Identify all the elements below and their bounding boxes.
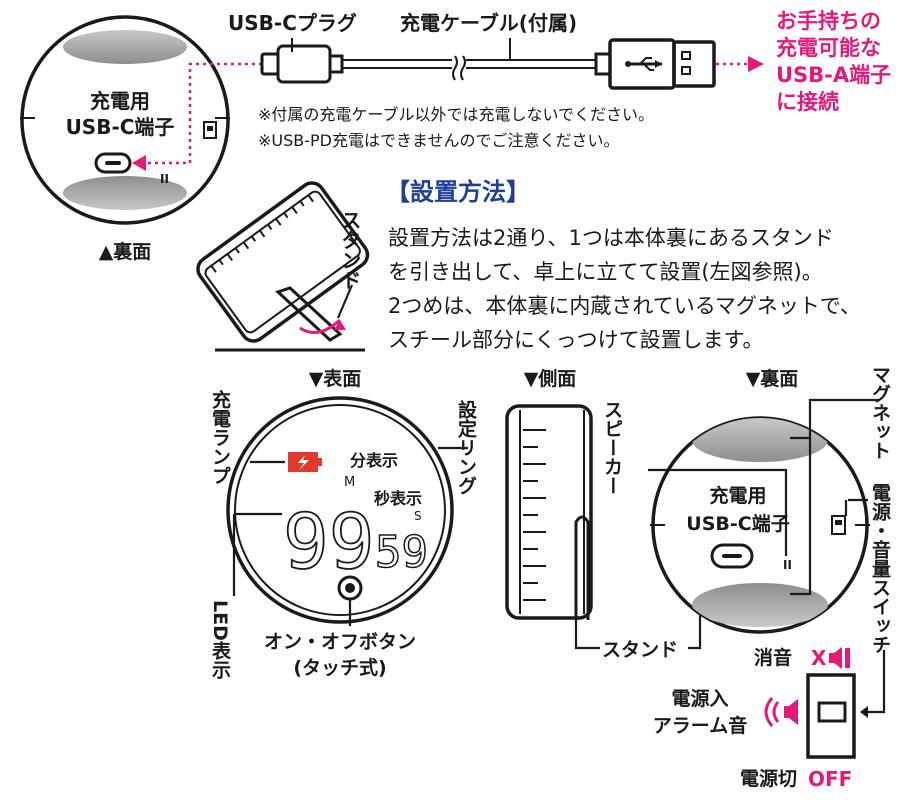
back-port-label-1: 充電用 (709, 484, 766, 507)
power-touch-button[interactable] (337, 575, 363, 601)
led-label: LED表示 (209, 600, 231, 679)
digits-minutes: 99 (283, 497, 375, 586)
front-clock-body (226, 396, 454, 624)
cable-label: 充電ケーブル(付属) (400, 11, 577, 35)
side-clock-body (505, 404, 593, 620)
top-port-arrow-icon (132, 155, 146, 171)
back-magnet-upper (692, 418, 828, 462)
minutes-unit: M (344, 475, 355, 490)
top-switch-icon (203, 121, 217, 139)
front-caption: ▼表面 (309, 367, 362, 390)
top-back-view: 充電用 USB-C端子 II ▲裏面 (20, 15, 230, 263)
switch-label: 電源・音量スイッチ (869, 483, 891, 654)
install-line-1: 設置方法は2通り、1つは本体裏にあるスタンド (388, 226, 834, 250)
top-magnet-upper (63, 30, 187, 64)
alarm-label-2: アラーム音 (653, 714, 747, 737)
seconds-label: 秒表示 (374, 489, 422, 508)
side-caption: ▼側面 (524, 368, 577, 390)
stand-label: スタンド (338, 210, 362, 290)
digits-seconds: 59 (375, 527, 428, 578)
plug-label: USB-Cプラグ (228, 11, 357, 35)
mute-speaker-icon (829, 647, 850, 669)
back-port-label-2: USB-C端子 (686, 512, 789, 535)
install-line-4: スチール部分にくっつけて設置します。 (388, 328, 763, 352)
back-view: ▼裏面 充電用 USB-C端子 II スピーカー マグネット 電源・音量スイッチ (601, 365, 891, 654)
alarm-label-1: 電源入 (671, 687, 728, 710)
install-heading: 【設置方法】 (386, 178, 530, 206)
top-back-caption: ▲裏面 (99, 240, 152, 263)
usb-a-target-arrow-icon (748, 56, 764, 72)
alarm-speaker-icon (764, 697, 798, 727)
switch-detail: 消音 X 電源入 アラーム音 電源切 OFF (653, 646, 886, 791)
side-ring-ticks (523, 429, 546, 601)
top-magnet-lower (63, 176, 187, 210)
top-port-label-1: 充電用 (90, 89, 150, 113)
target-line-4: に接続 (776, 90, 839, 114)
connector-dotted-line (148, 62, 262, 165)
top-usb-c-port (94, 152, 132, 174)
button-label-1: オン・オフボタン (264, 631, 416, 653)
usb-c-plug-body (276, 44, 332, 84)
stand-clock-body (196, 181, 370, 343)
seconds-unit: S (414, 509, 422, 523)
switch-slider[interactable] (817, 701, 847, 723)
mute-mark: X (811, 646, 827, 670)
stand-illustration: スタンド (196, 181, 370, 352)
switch-housing (806, 673, 856, 759)
stand-leg (275, 286, 343, 342)
note-1: ※付属の充電ケーブル以外では充電しないでください。 (258, 105, 654, 124)
top-switch-mark: II (160, 172, 169, 186)
back-switch-mark: II (783, 558, 792, 572)
side-stand-label: スタンド (602, 639, 678, 661)
usb-a-plug-tip (672, 40, 716, 88)
usb-c-plug-tip (260, 52, 280, 76)
button-label-2: (タッチ式) (293, 656, 386, 679)
charge-cable: USB-Cプラグ 充電ケーブル(付属) お手持ちの 充電可能な USB-A端子 … (228, 9, 891, 114)
ring-label: 設定リング (455, 399, 477, 495)
mute-label: 消音 (754, 646, 792, 669)
side-stand (574, 515, 590, 620)
speaker-label: スピーカー (601, 400, 623, 495)
back-usb-c-port (710, 543, 754, 569)
back-magnet-lower (692, 583, 828, 627)
note-2: ※USB-PD充電はできませんのでご注意ください。 (258, 131, 620, 150)
side-view: ▼側面 スタンド (505, 368, 702, 661)
target-line-3: USB-A端子 (776, 63, 891, 87)
stand-arrow-icon (334, 320, 346, 330)
magnet-label: マグネット (869, 365, 891, 460)
off-suffix: OFF (808, 767, 852, 791)
target-line-1: お手持ちの (776, 9, 881, 33)
usb-symbol-icon (625, 57, 662, 71)
front-setting-ring (234, 404, 446, 616)
off-label: 電源切 (740, 767, 797, 790)
charge-lamp-label: 充電ランプ (209, 389, 231, 485)
front-view: ▼表面 充電ランプ 分表示 M 秒表示 S 99 59 LED表示 オン・オフボ… (209, 367, 477, 679)
back-caption: ▼裏面 (746, 367, 799, 390)
target-line-2: 充電可能な (776, 36, 881, 60)
install-line-3: 2つめは、本体裏に内蔵されているマグネットで、 (388, 294, 861, 318)
top-port-label-2: USB-C端子 (66, 115, 175, 139)
top-back-body (20, 15, 230, 225)
install-line-2: を引き出して、卓上に立てて設置(左図参照)。 (388, 260, 823, 284)
switch-detail-arrow-icon (860, 706, 868, 718)
minutes-label: 分表示 (350, 451, 398, 470)
back-switch-icon[interactable] (831, 515, 846, 535)
